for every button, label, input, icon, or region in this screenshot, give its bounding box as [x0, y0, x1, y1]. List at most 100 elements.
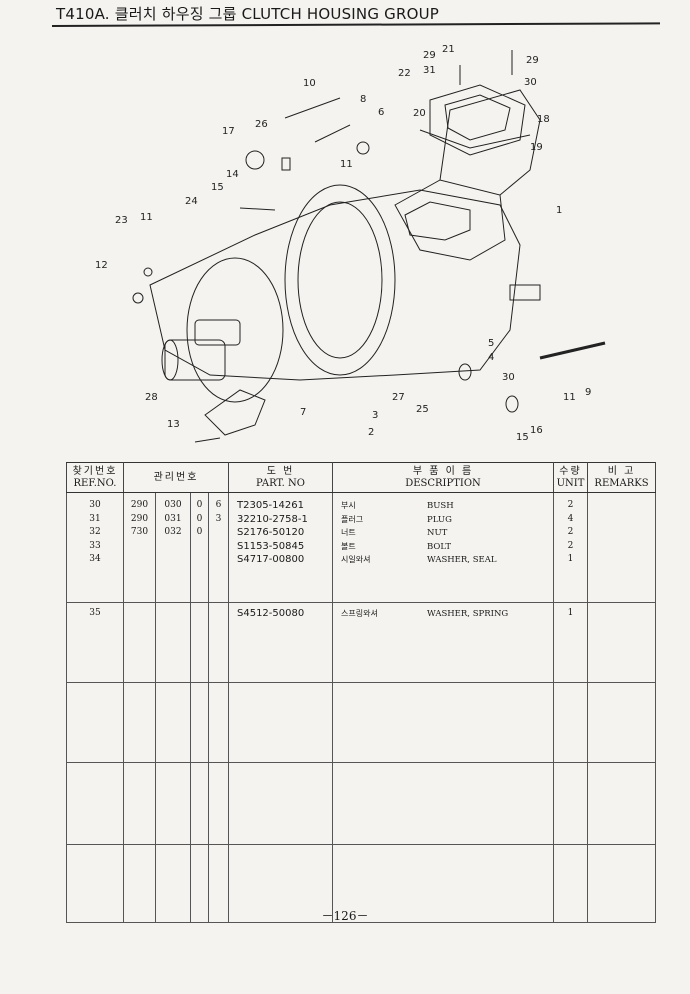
- bush-30: [458, 363, 472, 381]
- part-no: T2305-14261: [237, 500, 304, 511]
- callout-label: 23: [115, 215, 128, 226]
- gearbox-top: [394, 179, 506, 261]
- callout-label: 11: [563, 392, 576, 403]
- ref-no: 30: [89, 500, 101, 510]
- washer-6: [356, 141, 370, 155]
- callout-label: 31: [423, 65, 436, 76]
- nut-12: [132, 292, 144, 304]
- callout-label: 29: [526, 55, 539, 66]
- bolt-15: [239, 207, 276, 211]
- mgmt-code-4: 6: [215, 500, 222, 510]
- gasket-line: [419, 129, 531, 149]
- callout-label: 11: [340, 159, 353, 170]
- bell-opening: [186, 257, 284, 403]
- callout-label: 9: [585, 387, 591, 398]
- remarks-cell: [587, 602, 656, 683]
- table-row-empty: [66, 682, 656, 763]
- description-korean: 볼트: [341, 541, 356, 551]
- plate-right: [509, 284, 541, 301]
- callout-label: 28: [145, 392, 158, 403]
- ref-no: 35: [89, 608, 101, 618]
- part-no: S4717-00800: [237, 554, 305, 565]
- starter-body: [164, 339, 226, 381]
- description-korean: 너트: [341, 528, 356, 537]
- mgmt-code-3: 0: [196, 513, 203, 524]
- mgmt-code-3: 0: [196, 527, 203, 537]
- housing-outline: [149, 189, 521, 381]
- unit-qty: 2: [567, 527, 574, 537]
- cover-plate-upper: [439, 89, 541, 196]
- callout-label: 21: [442, 44, 455, 55]
- bolt-8: [314, 124, 351, 143]
- page-number: －126－: [321, 909, 369, 923]
- callout-label: 1: [556, 205, 562, 216]
- mgmt-code-3: 0: [196, 500, 203, 510]
- callout-label: 20: [413, 108, 426, 119]
- description-korean: 시일와셔: [341, 555, 371, 564]
- callout-label: 6: [378, 107, 384, 118]
- pin-26: [281, 157, 291, 171]
- callout-labels: 1 2 3 4 5 6 7 8 9 10 11 11 11 12 13 14 1…: [95, 44, 591, 443]
- mgmt-code-1: 290: [130, 513, 149, 524]
- callout-label: 3: [372, 410, 378, 421]
- housing-flange: [284, 184, 396, 376]
- shaft-9: [539, 341, 606, 360]
- management-no-header: 관리번호: [123, 462, 229, 493]
- ref-no: 34: [89, 554, 101, 564]
- callout-label: 11: [140, 212, 153, 223]
- description-korean: 플러그: [341, 514, 364, 524]
- bolt-10: [284, 97, 341, 119]
- callout-label: 14: [226, 169, 239, 180]
- description: WASHER, SPRING: [427, 609, 509, 619]
- callout-label: 24: [185, 196, 198, 207]
- bracket-part: [204, 389, 266, 436]
- seal-17: [245, 150, 265, 170]
- callout-label: 19: [530, 142, 543, 153]
- ref-no: 33: [89, 540, 101, 551]
- unit-qty: 1: [567, 608, 574, 618]
- callout-label: 12: [95, 260, 108, 271]
- callout-label: 15: [516, 432, 529, 443]
- mgmt-code-2: 030: [164, 500, 182, 510]
- washer-23: [143, 267, 153, 277]
- callout-label: 17: [222, 126, 235, 137]
- mgmt-code-1: 290: [130, 500, 149, 510]
- exploded-parts-diagram: 1 2 3 4 5 6 7 8 9 10 11 11 11 12 13 14 1…: [95, 44, 606, 443]
- callout-label: 27: [392, 392, 405, 403]
- description-korean: 스프링와셔: [341, 609, 378, 618]
- description: WASHER, SEAL: [427, 555, 497, 565]
- callout-label: 4: [488, 352, 494, 363]
- description: NUT: [427, 528, 448, 538]
- ref-no: 31: [89, 513, 101, 524]
- callout-label: 26: [255, 119, 268, 130]
- unit-qty: 4: [567, 513, 574, 524]
- mgmt-code-2: 031: [164, 513, 182, 524]
- ref-no: 32: [89, 527, 101, 537]
- mgmt-code-2: 032: [164, 527, 182, 537]
- callout-label: 16: [530, 425, 543, 436]
- table-row-empty: [66, 762, 656, 845]
- part-no: 32210-2758-1: [237, 513, 308, 525]
- callout-label: 15: [211, 182, 224, 193]
- remarks-cell: [587, 492, 656, 603]
- unit-qty: 1: [567, 554, 574, 564]
- bush-16: [505, 395, 519, 413]
- callout-label: 29: [423, 50, 436, 61]
- callout-label: 30: [524, 77, 537, 88]
- bolt-13: [194, 437, 221, 443]
- callout-label: 30: [502, 372, 515, 383]
- callout-label: 22: [398, 68, 411, 79]
- description: BOLT: [427, 541, 451, 552]
- table-row-empty: [66, 844, 656, 923]
- callout-label: 18: [537, 114, 550, 125]
- page-title: T410A. 클러치 하우징 그룹 CLUTCH HOUSING GROUP: [56, 5, 439, 23]
- callout-label: 5: [488, 338, 494, 349]
- unit-qty: 2: [567, 500, 574, 510]
